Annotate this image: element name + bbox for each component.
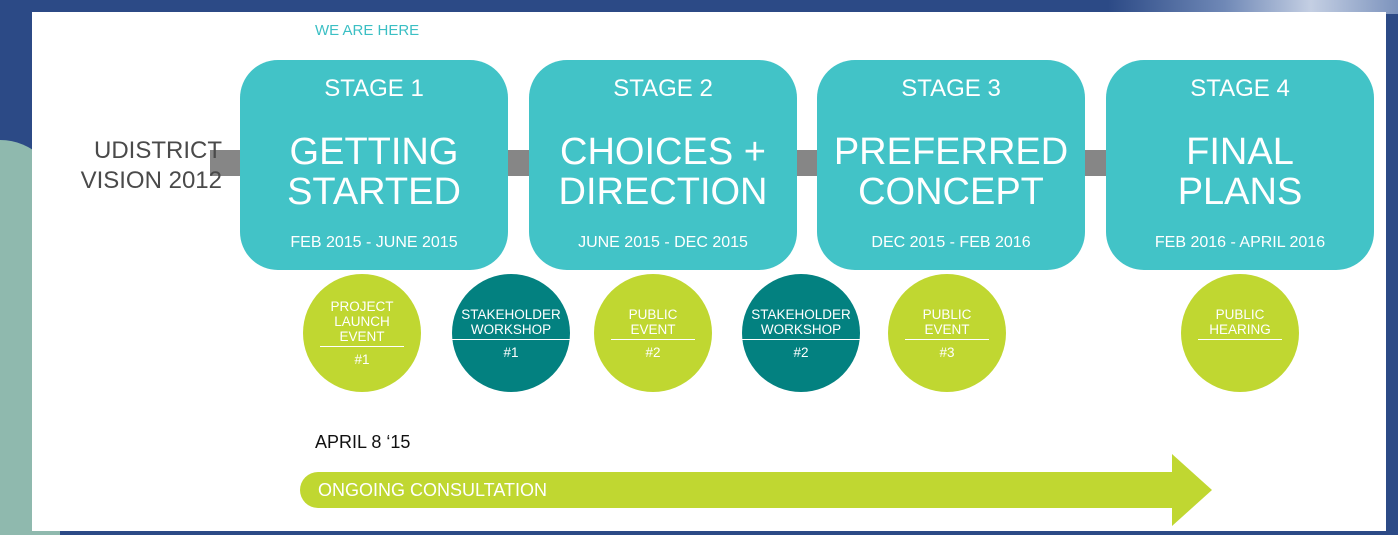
event-name: PUBLIC EVENT: [905, 307, 989, 340]
we-are-here-marker: WE ARE HERE: [315, 22, 420, 39]
event-name: PUBLIC HEARING: [1198, 307, 1282, 340]
stage-title: GETTING STARTED: [240, 132, 508, 212]
arrow-head-icon: [1172, 454, 1212, 526]
event-name: PROJECT LAUNCH EVENT: [320, 299, 404, 347]
stage-4: STAGE 4 FINAL PLANS FEB 2016 - APRIL 201…: [1106, 60, 1374, 270]
stage-dates: JUNE 2015 - DEC 2015: [578, 234, 748, 251]
background-photo: [1108, 0, 1398, 14]
event-name: PUBLIC EVENT: [611, 307, 695, 340]
ongoing-consultation-arrow: ONGOING CONSULTATION: [300, 472, 1174, 508]
event-number: #1: [503, 344, 519, 360]
start-label-line1: UDISTRICT: [94, 137, 222, 164]
stage-dates: DEC 2015 - FEB 2016: [871, 234, 1031, 251]
event-number: #1: [354, 352, 370, 367]
stage-title-line1: CHOICES +: [560, 131, 766, 173]
event-stakeholder-workshop-2: STAKEHOLDER WORKSHOP #2: [741, 274, 861, 392]
stage-number: STAGE 3: [901, 75, 1001, 102]
stage-dates: FEB 2016 - APRIL 2016: [1154, 234, 1326, 251]
event-number: #2: [793, 344, 809, 360]
timeline-panel: WE ARE HERE UDISTRICT VISION 2012 STAGE …: [32, 12, 1386, 531]
stage-title-line2: DIRECTION: [558, 171, 768, 213]
stage-3: STAGE 3 PREFERRED CONCEPT DEC 2015 - FEB…: [817, 60, 1085, 270]
event-public-2: PUBLIC EVENT #2: [594, 274, 712, 392]
ongoing-consultation-label: ONGOING CONSULTATION: [318, 480, 548, 500]
stage-number: STAGE 4: [1190, 75, 1290, 102]
stage-number: STAGE 1: [324, 75, 424, 102]
event-project-launch: PROJECT LAUNCH EVENT #1: [303, 274, 421, 392]
stage-title: CHOICES + DIRECTION: [529, 132, 797, 212]
launch-date-label: APRIL 8 ‘15: [315, 432, 411, 452]
stage-title-line1: PREFERRED: [833, 131, 1069, 173]
stage-number: STAGE 2: [613, 75, 713, 102]
event-stakeholder-workshop-1: STAKEHOLDER WORKSHOP #1: [451, 274, 571, 392]
stage-1: STAGE 1 GETTING STARTED FEB 2015 - JUNE …: [240, 60, 508, 270]
stage-title-line2: CONCEPT: [858, 171, 1044, 213]
stage-title-line1: GETTING: [289, 131, 459, 173]
event-name: STAKEHOLDER WORKSHOP: [451, 307, 571, 340]
stage-title-line2: STARTED: [287, 171, 461, 213]
event-number: #2: [645, 344, 661, 360]
start-label-line2: VISION 2012: [80, 167, 222, 194]
stage-title: PREFERRED CONCEPT: [817, 132, 1085, 212]
stage-title-line2: PLANS: [1177, 171, 1303, 213]
stage-2: STAGE 2 CHOICES + DIRECTION JUNE 2015 - …: [529, 60, 797, 270]
event-name: STAKEHOLDER WORKSHOP: [741, 307, 861, 340]
stage-title-line1: FINAL: [1186, 131, 1294, 173]
event-public-hearing: PUBLIC HEARING: [1181, 274, 1299, 392]
start-label: UDISTRICT VISION 2012: [32, 136, 222, 196]
event-number: #3: [939, 344, 955, 360]
stage-dates: FEB 2015 - JUNE 2015: [290, 234, 458, 251]
event-public-3: PUBLIC EVENT #3: [888, 274, 1006, 392]
stage-title: FINAL PLANS: [1106, 132, 1374, 212]
